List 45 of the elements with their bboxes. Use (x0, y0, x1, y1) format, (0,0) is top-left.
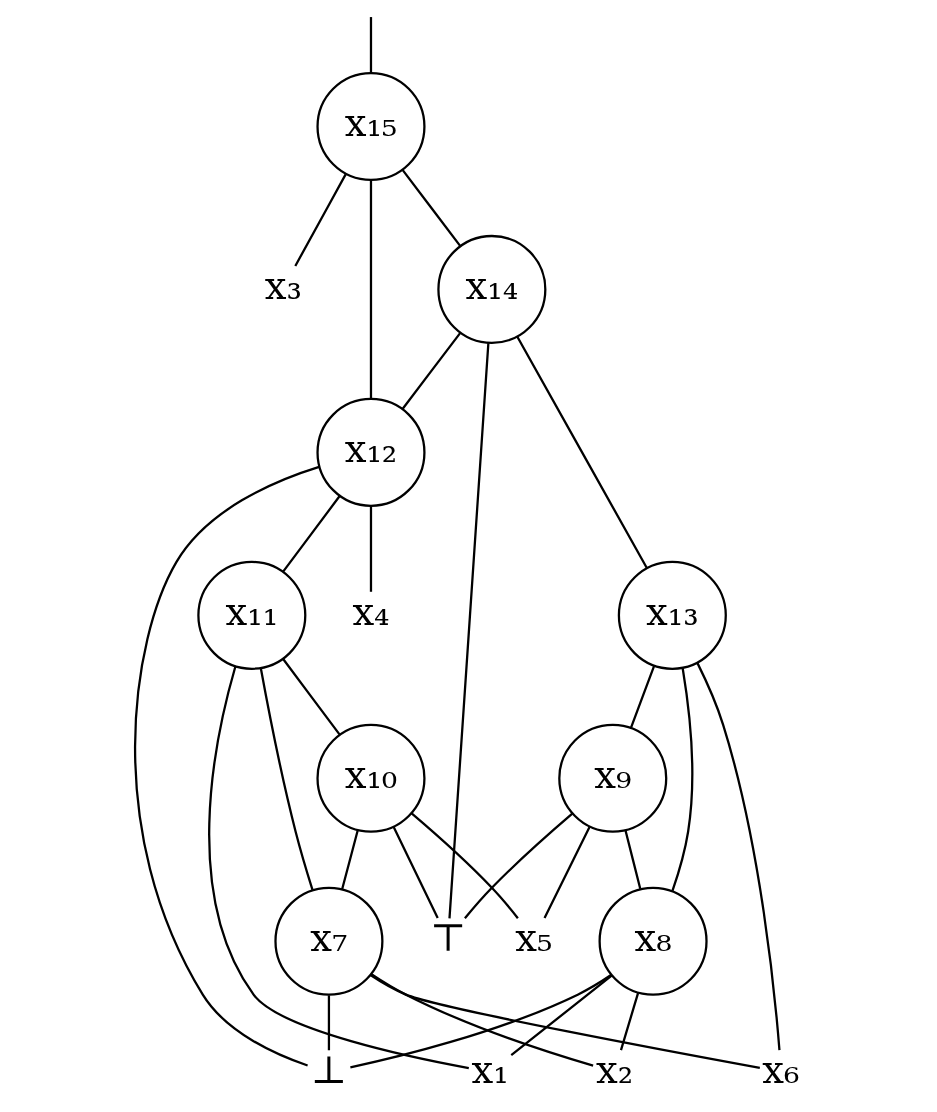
connector (392, 826, 439, 919)
connector (369, 180, 373, 399)
node-text: x₄ (352, 589, 390, 635)
connector (619, 992, 640, 1051)
connector (294, 173, 347, 267)
node-circle: x₁₀ (316, 723, 426, 833)
connector (341, 830, 359, 890)
connector (624, 830, 642, 890)
connector (516, 336, 648, 569)
connector (371, 973, 594, 1067)
node-circle: x₉ (558, 723, 668, 833)
node-circle: x₁₃ (617, 560, 727, 670)
connector (410, 812, 519, 919)
connector (369, 17, 373, 73)
node-circle: x₁₁ (197, 560, 307, 670)
connector (401, 332, 461, 410)
connector (369, 505, 373, 592)
node-text: x₁ (471, 1047, 509, 1093)
node-circle: x₁₄ (437, 234, 547, 344)
connector (401, 169, 462, 247)
node-circle: x₇ (274, 886, 384, 996)
node-text: x₃ (264, 263, 302, 309)
connector (350, 973, 613, 1069)
node-text: x₂ (595, 1047, 634, 1093)
connector (327, 995, 331, 1051)
node-circle: x₈ (598, 886, 708, 996)
connector (630, 665, 656, 728)
node-text: ⊤ (429, 915, 467, 961)
connector (696, 662, 781, 1051)
connector (259, 668, 314, 891)
connector (133, 465, 320, 1067)
connector (464, 812, 573, 919)
node-circle: x₁₂ (316, 397, 426, 507)
node-text: x₆ (762, 1047, 800, 1093)
connector (448, 343, 490, 919)
connector (282, 658, 341, 736)
connector (208, 666, 469, 1070)
connector (369, 974, 761, 1069)
connector (543, 826, 591, 919)
connector (510, 974, 613, 1056)
connector (671, 668, 694, 892)
connector (282, 495, 341, 573)
node-text: ⊥ (310, 1047, 348, 1093)
node-circle: x₁₅ (316, 71, 426, 182)
node-text: x₅ (515, 915, 553, 961)
